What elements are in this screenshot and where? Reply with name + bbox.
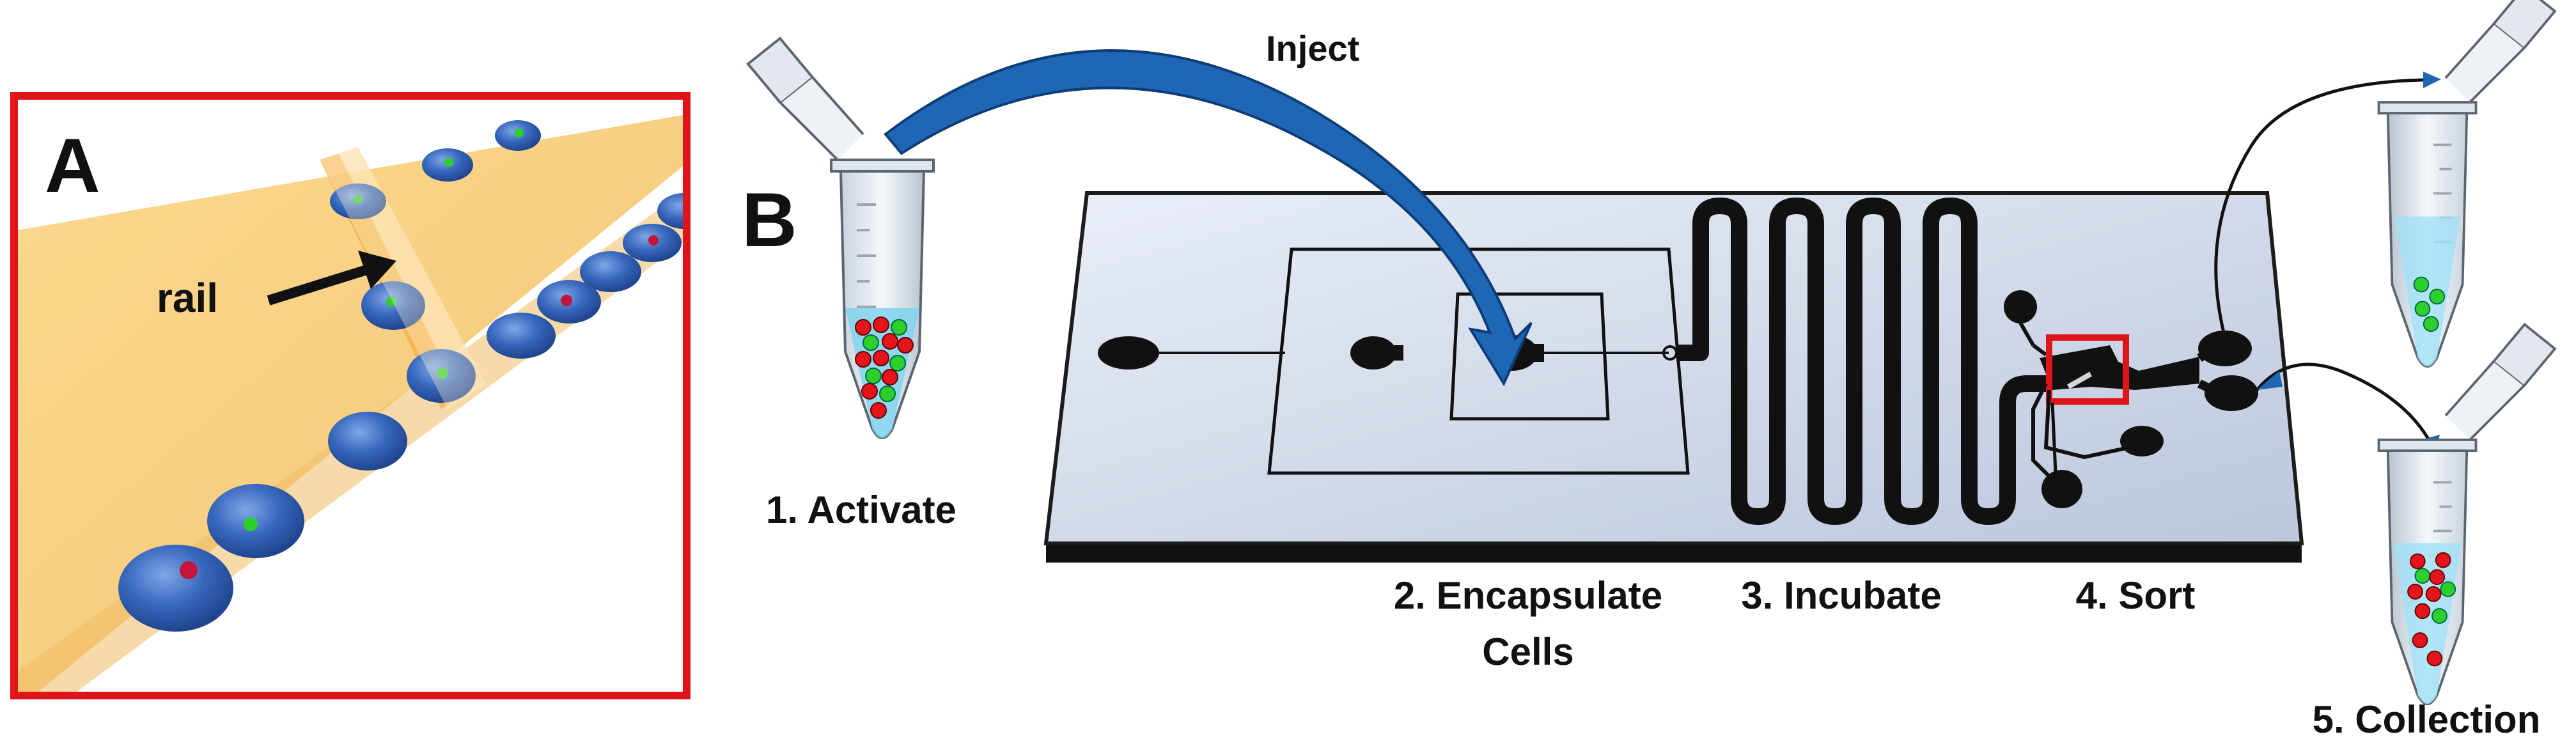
activate-cells [855,316,914,419]
collect-arrow-top [2214,78,2424,333]
step-activate-label: 1. Activate [766,488,956,531]
activate-tube [747,37,935,439]
panel-b: B [742,0,2556,741]
rail-label: rail [157,275,218,321]
panel-b-letter: B [742,177,797,263]
step-sort-label: 4. Sort [2076,574,2196,617]
sorter [2004,290,2258,508]
sort-highlight-box [2046,334,2129,405]
inject-label: Inject [1266,28,1359,68]
collection-tube [2377,323,2556,706]
waste-tube [2377,0,2556,368]
panel-a: A rail [10,92,691,699]
step-collection-label: 5. Collection [2313,698,2541,741]
droplets [118,120,683,632]
rail-arrow [267,263,373,306]
step-encapsulate-label-2: Cells [1482,630,1573,673]
panel-a-letter: A [45,123,100,208]
step-incubate-label: 3. Incubate [1741,574,1941,617]
inject-arrow [884,49,1533,387]
step-encapsulate-label: 2. Encapsulate [1394,574,1662,617]
microfluidic-chip [1043,191,2304,563]
serpentine-channel [1676,198,2046,525]
